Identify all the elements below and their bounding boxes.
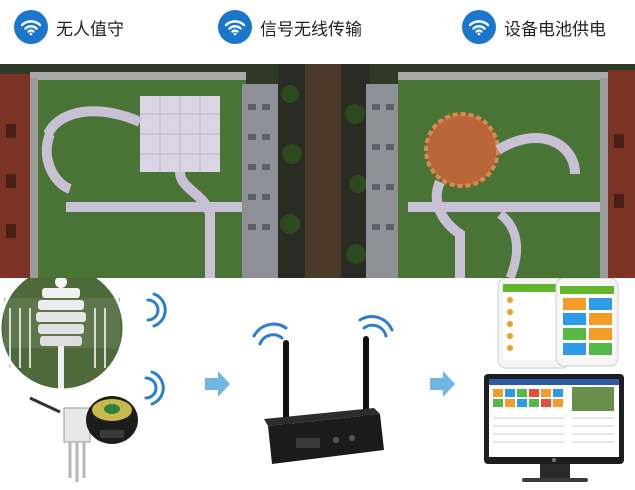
desktop-monitor-dashboard xyxy=(484,374,624,482)
signal-wave-icon xyxy=(146,292,167,328)
wifi-icon xyxy=(462,10,496,44)
signal-wave-icon xyxy=(144,370,165,406)
feature-label: 设备电池供电 xyxy=(504,19,606,40)
features-bar: 无人值守 信号无线传输 设备电池供电 xyxy=(0,0,635,64)
wifi-icon xyxy=(218,10,252,44)
flow-arrow-icon xyxy=(430,371,455,397)
aerial-garden-photo xyxy=(0,64,635,278)
feature-unattended: 无人值守 xyxy=(14,10,124,44)
feature-label: 无人值守 xyxy=(56,19,124,40)
soil-sensor-photo xyxy=(29,396,138,482)
feature-label: 信号无线传输 xyxy=(260,19,362,40)
flow-arrow-icon xyxy=(205,371,230,397)
wifi-icon xyxy=(14,10,48,44)
system-diagram xyxy=(0,264,635,486)
feature-battery: 设备电池供电 xyxy=(462,10,606,44)
wireless-gateway-photo xyxy=(252,315,394,464)
weather-station-photo xyxy=(0,264,126,392)
mobile-app-screens xyxy=(497,277,619,369)
feature-wireless: 信号无线传输 xyxy=(218,10,362,44)
